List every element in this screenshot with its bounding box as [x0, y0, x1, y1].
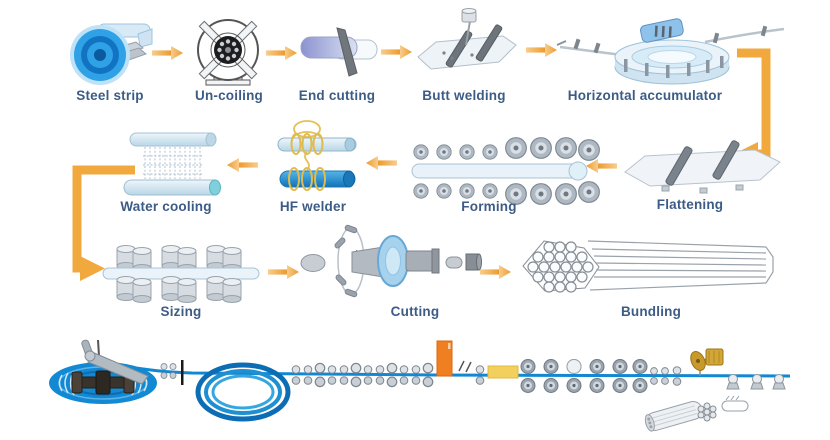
step-label-water-cooling: Water cooling — [120, 199, 212, 214]
flow-arrow — [268, 265, 299, 279]
schematic-uncoiler — [49, 339, 157, 404]
flow-arrow — [381, 45, 412, 59]
step-label-cutting: Cutting — [390, 304, 440, 319]
flow-arrow — [266, 46, 297, 60]
step-label-end-cutting: End cutting — [298, 88, 376, 103]
step-label-sizing: Sizing — [160, 304, 202, 319]
cutting-icon — [300, 224, 482, 298]
flow-arrow — [152, 46, 183, 60]
step-label-hf-welder: HF welder — [279, 199, 347, 214]
step-label-uncoiling: Un-coiling — [195, 88, 263, 103]
steel-strip-coil-icon — [70, 23, 153, 85]
step-label-butt-welding: Butt welding — [422, 88, 506, 103]
flow-arrow — [366, 156, 397, 170]
forming-icon — [411, 137, 600, 205]
schematic-cutoff-saw — [690, 348, 724, 376]
hf-welder-icon — [277, 120, 357, 191]
step-label-steel-strip: Steel strip — [76, 88, 144, 103]
bundling-icon — [522, 240, 774, 293]
flow-arrow-down-right — [72, 165, 135, 281]
schematic-sizing-rollers — [520, 359, 682, 393]
schematic-cooling-bed — [487, 365, 519, 379]
flow-arrow — [227, 158, 258, 172]
butt-welding-icon — [417, 8, 517, 70]
schematic-tube-bundle — [644, 400, 703, 432]
schematic-hf-coil — [436, 340, 453, 377]
flattening-icon — [624, 140, 781, 194]
flow-arrow — [526, 43, 557, 57]
schematic-entry-rollers — [160, 360, 184, 385]
horizontal-accumulator-icon — [556, 18, 785, 85]
flow-arrow — [586, 159, 617, 173]
step-label-horizontal-accumulator: Horizontal accumulator — [567, 88, 723, 103]
schematic-weld-zone — [458, 360, 485, 385]
step-label-flattening: Flattening — [656, 197, 724, 212]
water-cooling-icon — [123, 132, 221, 196]
schematic-bundle-tag — [697, 395, 749, 422]
uncoiler-icon — [197, 19, 259, 86]
step-label-bundling: Bundling — [620, 304, 682, 319]
end-cutting-icon — [300, 27, 378, 77]
schematic-strip-loop — [195, 362, 291, 422]
step-label-forming: Forming — [461, 199, 517, 214]
schematic-runout-rollers — [726, 374, 786, 390]
flow-arrow — [480, 265, 511, 279]
sizing-icon — [102, 245, 260, 303]
